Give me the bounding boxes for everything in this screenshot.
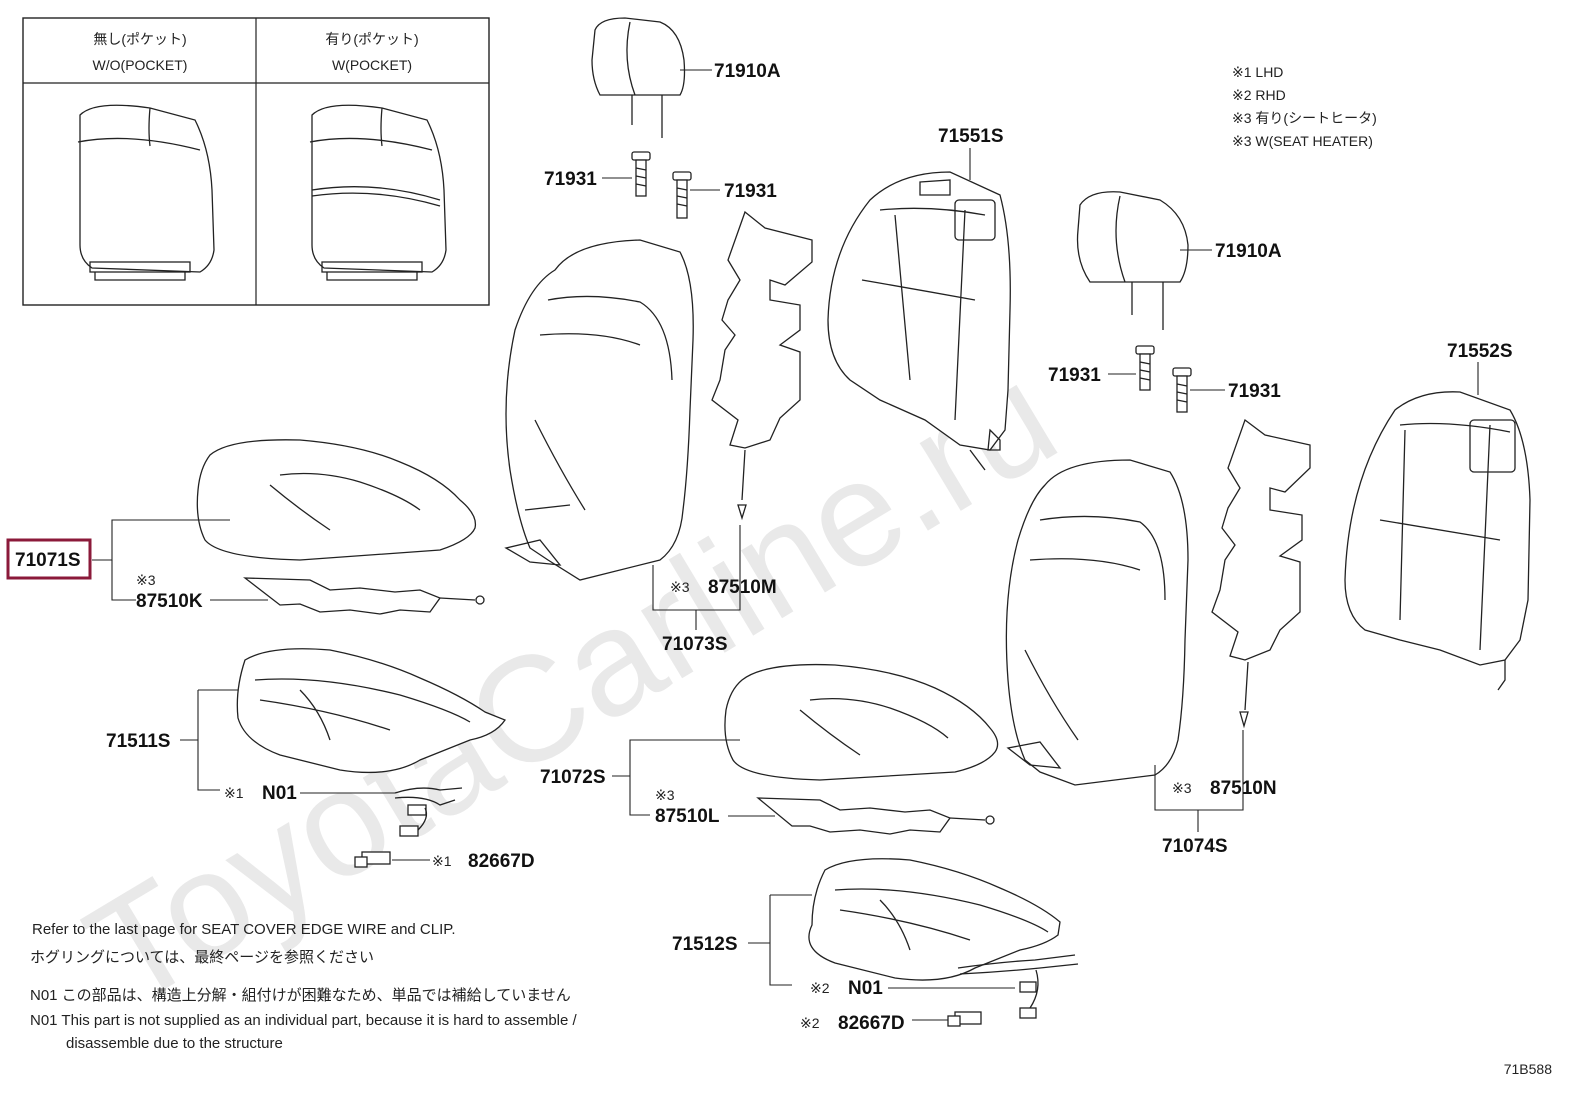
cushion-cover-right-illustration [724,663,999,781]
part-number-back-pad-left[interactable]: 71551S [938,126,1004,147]
clip-right-illustration [947,1011,982,1027]
back-pad-left-illustration [827,171,1011,471]
wire-harness-right-illustration [957,954,1079,1019]
legend-item: ※2 RHD [1232,87,1286,103]
part-number-support[interactable]: 71931 [1048,365,1101,386]
inset-left-header-jp: 無し(ポケット) [93,31,186,47]
part-number-cushion-heater-right[interactable]: 87510L [655,806,720,827]
mark-seat-heater: ※3 [655,787,675,803]
mark-rhd: ※2 [810,980,830,996]
legend-item: ※1 LHD [1232,64,1283,80]
legend-item: ※3 有り(シートヒータ) [1232,110,1377,126]
pocket-variant-inset: 無し(ポケット) W/O(POCKET) 有り(ポケット) W(POCKET) [22,17,490,306]
note-n01-jp: N01 この部品は、構造上分解・組付けが困難なため、単品では補給していません [30,987,571,1004]
part-number-back-cover-left[interactable]: 71073S [662,634,728,655]
clip-left-illustration [354,851,391,868]
headrest-right-illustration [1076,191,1189,330]
part-number-support[interactable]: 71931 [724,181,777,202]
cushion-pad-right-illustration [808,858,1061,981]
cushion-pad-left-illustration [236,648,506,774]
back-heater-left-illustration [711,210,813,521]
seatback-without-pocket-illustration [77,104,215,281]
headrest-left-illustration [591,17,686,138]
wire-harness-left-illustration [394,787,463,837]
part-number-back-cover-right[interactable]: 71074S [1162,836,1228,857]
cushion-heater-right-illustration [756,797,995,835]
part-number-cushion-cover-right[interactable]: 71072S [540,767,606,788]
cushion-cover-left-illustration [196,439,477,561]
mark-lhd: ※1 [432,853,452,869]
part-number-cushion-cover-left[interactable]: 71071S [15,550,81,571]
inset-right-header-en: W(POCKET) [332,57,412,73]
inset-right-header-jp: 有り(ポケット) [325,31,418,47]
seatback-with-pocket-illustration [309,104,447,281]
part-number-support[interactable]: 71931 [544,169,597,190]
note-n01-en-1: N01 This part is not supplied as an indi… [30,1012,578,1029]
part-number-headrest-right[interactable]: 71910A [1215,241,1282,262]
mark-seat-heater: ※3 [1172,780,1192,796]
mark-seat-heater: ※3 [136,572,156,588]
back-cover-right-illustration [1005,459,1189,786]
selected-part-highlight [6,538,92,580]
note-n01-en-2: disassemble due to the structure [66,1035,283,1052]
part-number-cushion-pad-right[interactable]: 71512S [672,934,738,955]
part-number-back-pad-right[interactable]: 71552S [1447,341,1513,362]
part-number-back-heater-right[interactable]: 87510N [1210,778,1277,799]
note-edge-wire-jp: ホグリングについては、最終ページを参照ください [30,949,374,966]
back-pad-right-illustration [1344,391,1531,691]
mark-lhd: ※1 [224,785,244,801]
notes: Refer to the last page for SEAT COVER ED… [30,921,578,1052]
headrest-support-right-illustration [1135,345,1192,413]
part-number-n01-left[interactable]: N01 [262,783,297,804]
part-number-cushion-pad-left[interactable]: 71511S [106,731,170,752]
part-number-cushion-heater-left[interactable]: 87510K [136,591,203,612]
part-number-clip-left[interactable]: 82667D [468,851,535,872]
legend-item: ※3 W(SEAT HEATER) [1232,133,1373,149]
mark-seat-heater: ※3 [670,579,690,595]
headrest-support-left-illustration [631,151,692,219]
inset-left-header-en: W/O(POCKET) [93,57,188,73]
mark-rhd: ※2 [800,1015,820,1031]
part-number-back-heater-left[interactable]: 87510M [708,577,777,598]
part-number-clip-right[interactable]: 82667D [838,1013,905,1034]
part-number-support[interactable]: 71931 [1228,381,1281,402]
part-number-headrest-left[interactable]: 71910A [714,61,781,82]
part-number-n01-right[interactable]: N01 [848,978,883,999]
back-heater-right-illustration [1211,418,1311,729]
diagram-code: 71B588 [1504,1061,1552,1077]
legend: ※1 LHD ※2 RHD ※3 有り(シートヒータ) ※3 W(SEAT HE… [1232,64,1377,149]
cushion-heater-left-illustration [243,577,485,615]
back-cover-left-illustration [504,239,694,581]
note-edge-wire-en: Refer to the last page for SEAT COVER ED… [32,921,456,938]
